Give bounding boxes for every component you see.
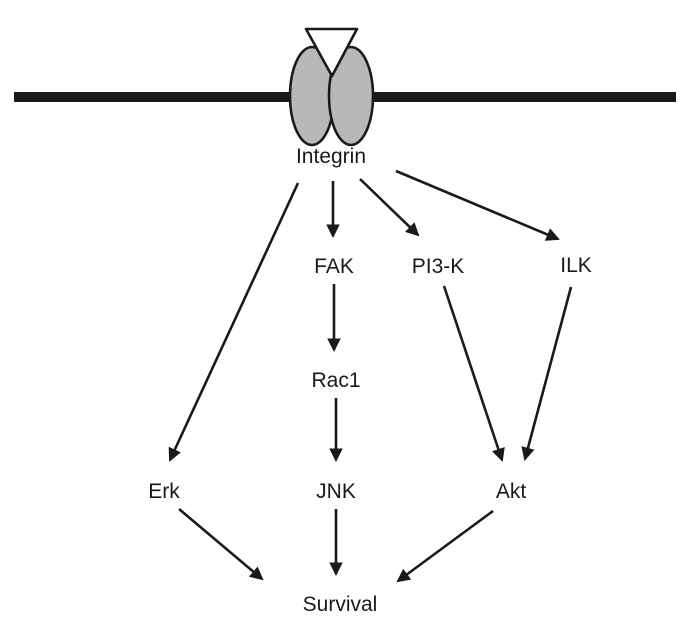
- pathway-labels: Integrin FAK PI3-K ILK Rac1 Erk JNK Akt …: [148, 145, 592, 616]
- pathway-arrows: [168, 169, 573, 583]
- node-label-pi3k: PI3-K: [412, 255, 465, 278]
- node-label-akt: Akt: [496, 480, 527, 503]
- node-label-rac1: Rac1: [311, 369, 360, 392]
- arrow-akt-survival: [396, 509, 494, 583]
- arrow-integrin-erk: [168, 182, 300, 462]
- node-label-fak: FAK: [314, 255, 354, 278]
- arrow-erk-survival: [178, 508, 264, 581]
- node-label-erk: Erk: [148, 480, 180, 503]
- arrow-pi3k-akt: [442, 285, 505, 462]
- arrow-ilk-akt: [521, 286, 573, 461]
- arrow-integrin-pi3k: [359, 178, 420, 237]
- integrin-receptor: [288, 27, 375, 147]
- node-label-survival: Survival: [303, 593, 378, 616]
- node-label-ilk: ILK: [560, 254, 592, 277]
- node-label-integrin: Integrin: [296, 145, 366, 168]
- node-label-jnk: JNK: [316, 480, 356, 503]
- ligand-triangle-icon: [304, 27, 359, 78]
- arrow-integrin-ilk: [395, 169, 560, 241]
- receptor-subunit-right-icon: [327, 45, 375, 147]
